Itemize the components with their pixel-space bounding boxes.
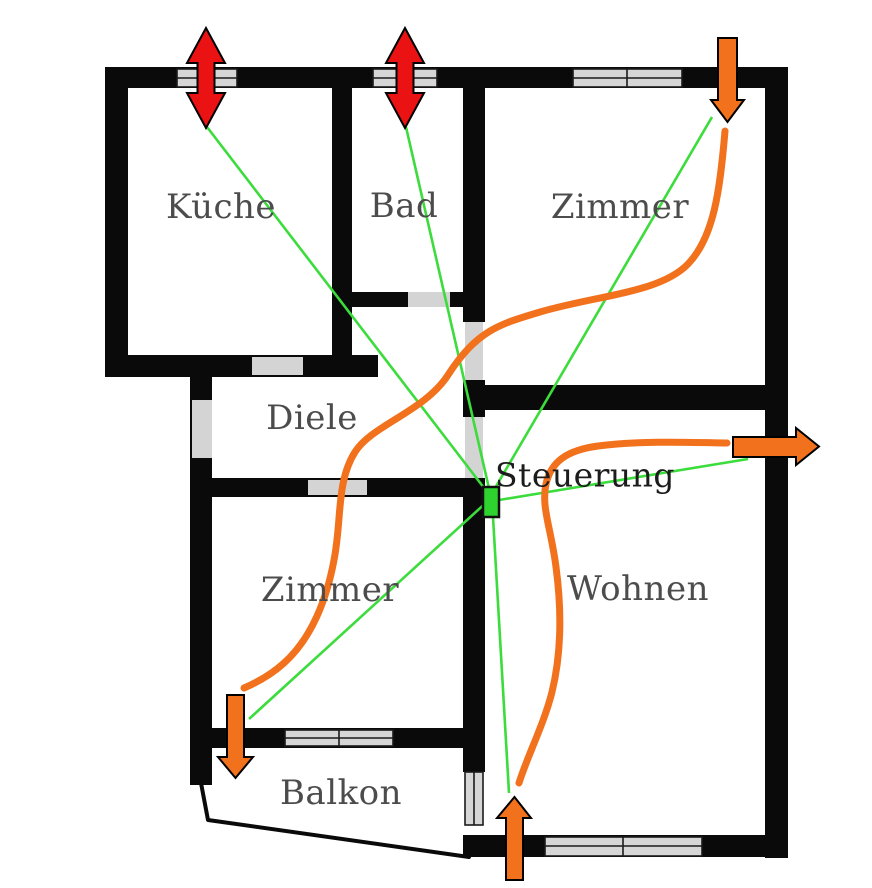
wall-balkon-outline [199,782,471,859]
door-bad [408,292,450,307]
window-wohnen-bottom-icon [544,836,703,857]
arrow-down-orange-icon-zimmer-bottom [215,694,256,780]
room-label-zimmer-top: Zimmer [550,187,690,227]
room-label-kueche: Küche [165,187,277,227]
room-label-bad: Bad [369,186,439,226]
door-wohnen [465,417,483,478]
arrow-up-orange-icon-wohnen-bottom [494,795,534,881]
wall-left-upper [105,67,128,377]
arrow-right-orange-icon-wohnen [732,425,821,468]
control-signal-lines [205,116,749,794]
wall-segments [105,67,788,859]
vent-arrows [185,25,821,881]
wall-middle-upper [463,88,485,322]
wall-kueche-bad-divider [332,88,352,355]
wall-middle-lower [463,478,485,772]
double-arrow-vertical-red-icon-bad [384,25,426,131]
room-label-diele: Diele [266,398,358,438]
double-arrow-vertical-red-icon-kueche [185,25,227,131]
signal-line-zimmer-top [489,116,714,496]
signal-line-kueche [205,126,493,498]
door-diele [308,480,367,495]
signal-line-wohnen-bottom [491,516,511,794]
airflow-path-zimmer-top-to-zimmer-bottom [240,127,729,692]
airflow-path-wohnen [515,438,731,787]
room-label-wohnen: Wohnen [567,569,709,609]
window-zimmer-bottom-icon [284,729,394,747]
arrow-down-orange-icon-zimmer-top [709,37,746,124]
door-openings [192,292,483,495]
control-unit [481,485,501,519]
window-left-wall [192,400,212,458]
control-unit-label: Steuerung [494,455,676,495]
signal-line-wohnen-right [498,457,749,502]
window-balkon-side-icon [464,771,484,826]
signal-line-bad [404,126,493,498]
window-zimmer-top-icon [572,68,683,88]
signal-line-zimmer-bottom [248,499,490,720]
wall-zimmer-wohnen-divider [463,385,788,410]
door-kueche [252,357,303,375]
room-label-zimmer-bottom: Zimmer [260,570,400,610]
airflow-paths [240,127,731,787]
room-label-balkon: Balkon [279,773,403,813]
wall-right [765,67,788,858]
wall-kueche-bottom [105,355,378,377]
